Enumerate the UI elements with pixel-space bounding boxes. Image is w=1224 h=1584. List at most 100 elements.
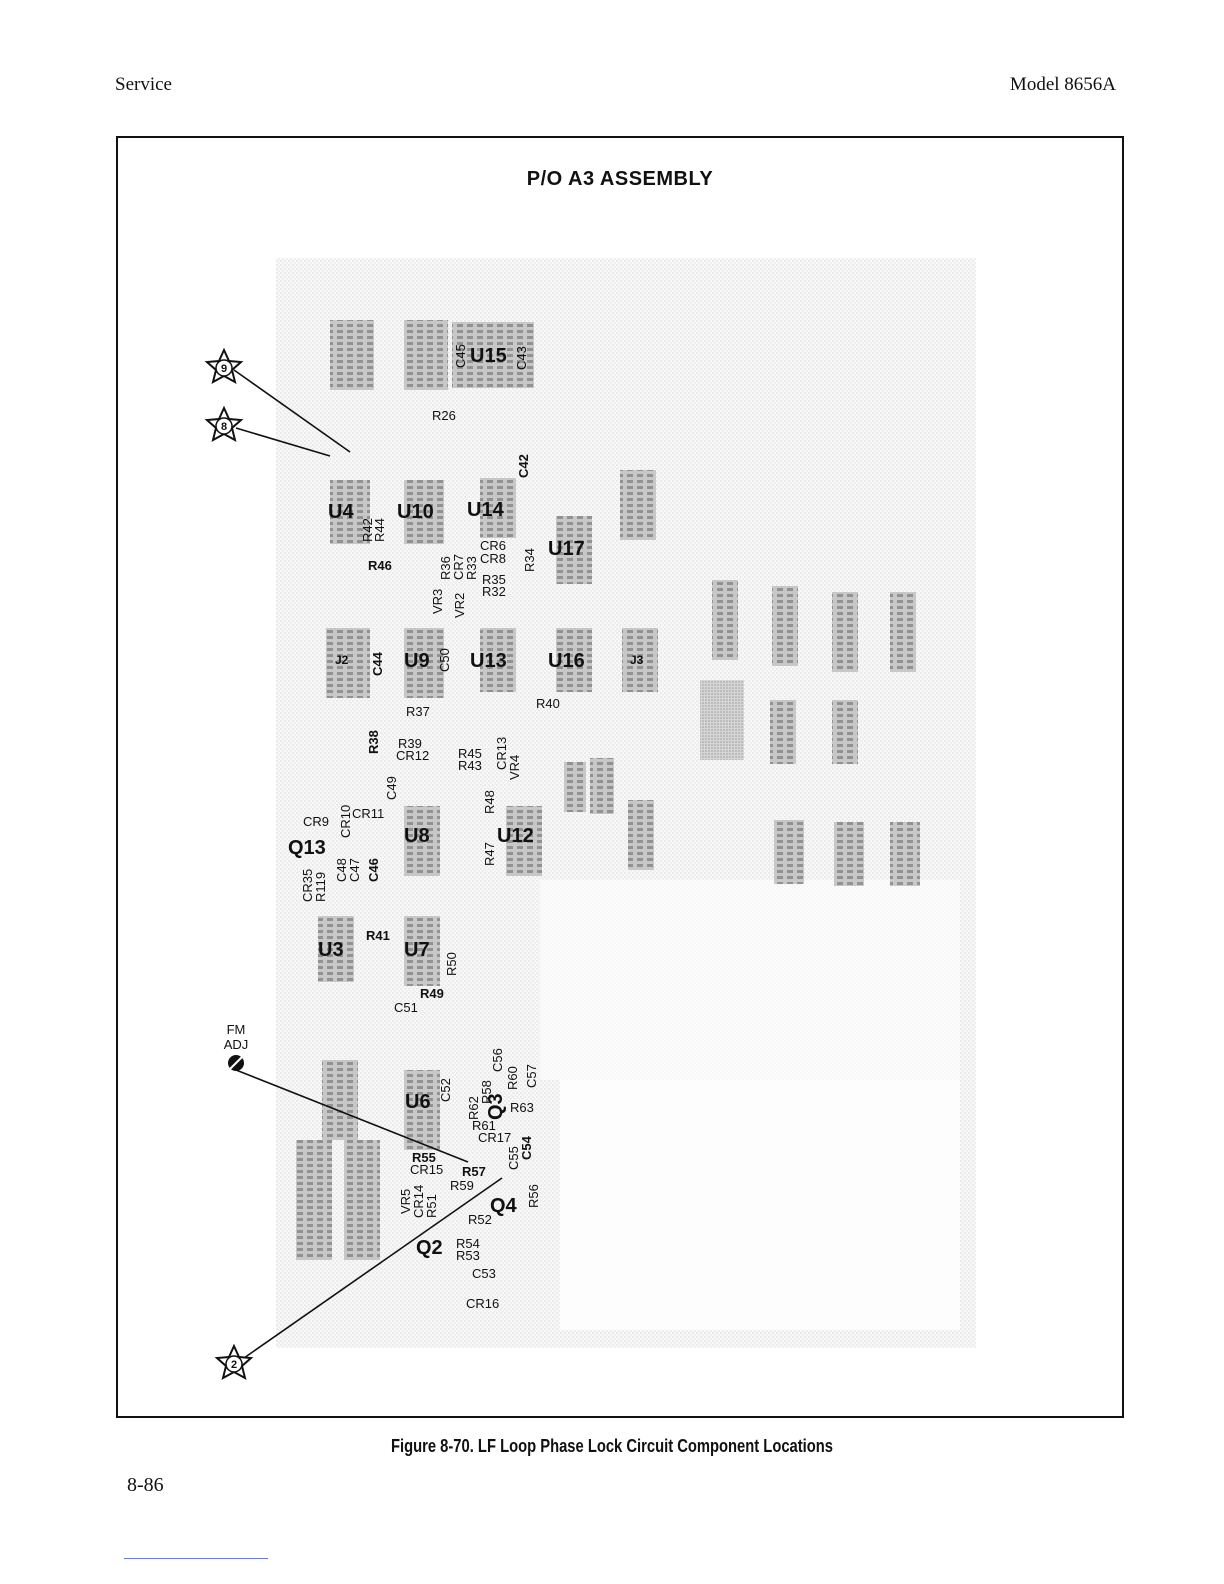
part-label: R43 xyxy=(458,758,482,773)
part-label: C42 xyxy=(516,454,531,478)
part-label: R45 xyxy=(458,746,482,761)
part-label: CR12 xyxy=(396,748,429,763)
part-label: CR10 xyxy=(338,805,353,838)
running-header-model: Model 8656A xyxy=(1009,74,1116,95)
part-label: C44 xyxy=(370,651,385,676)
ic-label: U17 xyxy=(548,538,585,560)
part-label: R63 xyxy=(510,1100,534,1115)
part-label: CR9 xyxy=(303,814,329,829)
part-label: R55 xyxy=(412,1150,436,1165)
part-label: R38 xyxy=(366,730,381,754)
part-label: CR35 xyxy=(300,869,315,902)
figure-caption: Figure 8-70. LF Loop Phase Lock Circuit … xyxy=(390,1436,834,1456)
fm-adj-label-line2: ADJ xyxy=(224,1037,249,1052)
part-label: R52 xyxy=(468,1212,492,1227)
part-label: C49 xyxy=(384,776,399,800)
part-label: C55 xyxy=(506,1146,521,1170)
part-label: CR13 xyxy=(494,737,509,770)
part-label: R35 xyxy=(482,572,506,587)
ic-label: U12 xyxy=(497,825,534,847)
part-label: R50 xyxy=(444,952,459,976)
part-label: R33 xyxy=(464,556,479,580)
assembly-title: P/O A3 ASSEMBLY xyxy=(526,168,714,190)
part-label: R44 xyxy=(372,518,387,542)
part-label: CR14 xyxy=(411,1185,426,1218)
fm-adj-marker: FM ADJ xyxy=(224,1022,249,1071)
part-label: R47 xyxy=(482,842,497,866)
board-blank-area xyxy=(560,1080,960,1330)
connector-label: J2 xyxy=(335,653,349,667)
part-label: VR3 xyxy=(430,589,445,614)
test-point-2: 2 xyxy=(214,1343,254,1380)
part-label: R48 xyxy=(482,790,497,814)
part-label: C52 xyxy=(438,1078,453,1102)
part-label: R56 xyxy=(526,1184,541,1208)
part-label: VR5 xyxy=(398,1189,413,1214)
part-label: R54 xyxy=(456,1236,480,1251)
part-label: C46 xyxy=(366,858,381,882)
part-label: C51 xyxy=(394,1000,418,1015)
part-label: R37 xyxy=(406,704,430,719)
part-label: R32 xyxy=(482,584,506,599)
part-label: R46 xyxy=(368,558,392,573)
part-label: C56 xyxy=(490,1048,505,1072)
part-label: R40 xyxy=(536,696,560,711)
part-label: C53 xyxy=(472,1266,496,1281)
page-number: 8-86 xyxy=(127,1474,164,1496)
ic-label: U6 xyxy=(405,1091,431,1113)
part-label: C54 xyxy=(519,1135,534,1160)
ic-label: U8 xyxy=(404,825,430,847)
part-label: CR7 xyxy=(451,554,466,580)
part-label: C48 xyxy=(334,858,349,882)
ic-label: U14 xyxy=(467,499,505,521)
ic-label: U9 xyxy=(404,650,430,672)
component-labels: U4 U10 U14 U17 U15 U9 U13 U16 U8 U12 U3 … xyxy=(288,344,644,1311)
part-label: R57 xyxy=(462,1164,486,1179)
test-point-8-label: 8 xyxy=(221,421,227,433)
transistor-label: Q2 xyxy=(416,1237,443,1259)
figure-frame: P/O A3 ASSEMBLY xyxy=(116,136,1124,1418)
part-label: R34 xyxy=(522,548,537,572)
part-label: CR8 xyxy=(480,551,506,566)
transistor-label: Q4 xyxy=(490,1195,518,1217)
ic-label: U13 xyxy=(470,650,507,672)
part-label: R59 xyxy=(450,1178,474,1193)
callout-lines xyxy=(233,369,503,1359)
part-label: R53 xyxy=(456,1248,480,1263)
part-label: R39 xyxy=(398,736,422,751)
part-label: R41 xyxy=(366,928,390,943)
test-point-2-label: 2 xyxy=(231,1359,237,1371)
ic-label: U3 xyxy=(318,939,344,961)
part-label: CR17 xyxy=(478,1130,511,1145)
part-label: R58 xyxy=(479,1080,494,1104)
part-label: R51 xyxy=(424,1194,439,1218)
ic-label: U4 xyxy=(328,501,354,523)
test-point-9-label: 9 xyxy=(221,363,227,375)
part-label: R36 xyxy=(438,556,453,580)
part-label: C45 xyxy=(453,344,468,368)
part-label: R42 xyxy=(360,518,375,542)
part-label: CR6 xyxy=(480,538,506,553)
transistor-label: Q3 xyxy=(485,1093,507,1120)
part-label: C47 xyxy=(347,858,362,882)
connector-label: J3 xyxy=(630,653,644,667)
transistor-label: Q13 xyxy=(288,837,326,859)
part-label: CR11 xyxy=(352,806,384,821)
part-label: R119 xyxy=(313,872,328,902)
part-label: R61 xyxy=(472,1118,496,1133)
part-label: C50 xyxy=(437,648,452,672)
ic-packages xyxy=(296,320,920,1260)
part-label: CR16 xyxy=(466,1296,499,1311)
ic-label: U10 xyxy=(397,501,434,523)
ic-label: U7 xyxy=(404,939,430,961)
part-label: C43 xyxy=(514,346,529,370)
running-header-section: Service xyxy=(115,74,172,95)
board-blank-area-2 xyxy=(540,880,960,1080)
part-label: C57 xyxy=(524,1064,539,1088)
part-label: VR4 xyxy=(507,755,522,780)
part-label: R62 xyxy=(466,1096,481,1120)
test-point-9: 9 xyxy=(204,347,244,384)
part-label: CR15 xyxy=(410,1162,443,1177)
part-label: R49 xyxy=(420,986,444,1001)
